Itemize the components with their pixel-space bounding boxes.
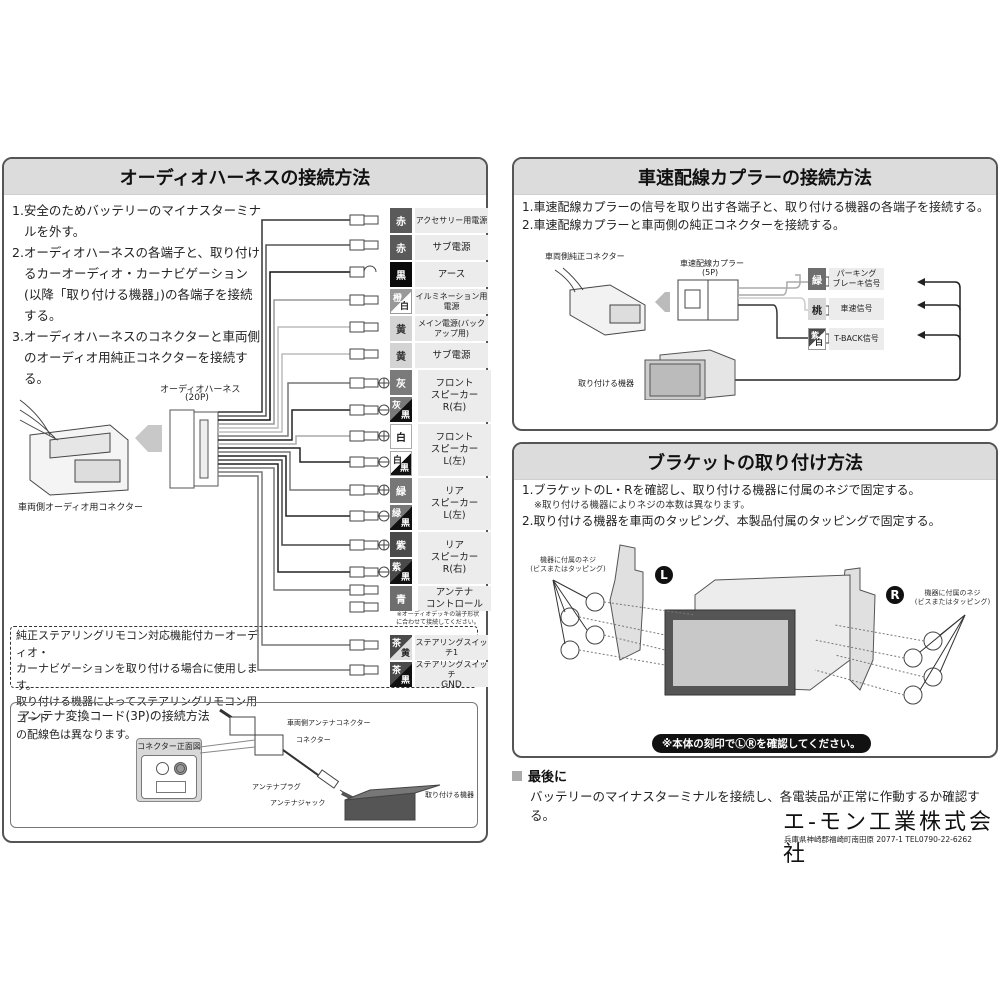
company-name: エ-モン工業株式会社 xyxy=(783,810,994,867)
step-1: 1.車速配線カプラーの信号を取り出す各端子と、取り付ける機器の各端子を接続する。 xyxy=(522,200,989,214)
audio-harness-steps: 1.安全のためバッテリーのマイナスターミナルを外す。 2.オーディオハーネスの各… xyxy=(12,200,262,389)
wire-swatch-gray-black: 灰 黒 xyxy=(390,397,412,422)
step-2: 2.車速配線カプラーと車両側の純正コネクターを接続する。 xyxy=(522,218,845,232)
wire-swatch: 黄 xyxy=(390,316,412,341)
wire-swatch-gray: 灰 xyxy=(390,370,412,395)
check-mark-badge: ※本体の刻印でⓁⓇを確認してください。 xyxy=(652,734,871,753)
wire-swatch: 茶 黄 xyxy=(390,635,412,660)
connector-label: コネクター xyxy=(296,736,331,744)
coupler-label: 車速配線カプラー xyxy=(680,259,744,268)
wire-swatch-white: 白 xyxy=(390,424,412,449)
bracket-illustration xyxy=(552,544,966,705)
speed-device-label: 取り付ける機器 xyxy=(578,379,634,388)
wire-swatch-green-black: 緑 黒 xyxy=(390,505,412,530)
rear-speaker-r-label: リア スピーカー R(右) xyxy=(418,532,491,584)
step-3: 3.オーディオハーネスのコネクターと車両側のオーディオ用純正コネクターを接続する… xyxy=(12,329,261,386)
wire-label: ステアリングスイッチ1 xyxy=(415,635,488,660)
wire-swatch-purple-black: 紫 黒 xyxy=(390,559,412,584)
left-bracket-mark: L xyxy=(655,566,673,584)
coupler-wire-parking: 緑 パーキング ブレーキ信号 xyxy=(808,268,884,290)
wire-steering-gnd: 茶 黒 ステアリングスイッチ GND xyxy=(390,659,488,690)
harness-pins: (20P) xyxy=(185,393,209,403)
speed-coupler-diagram xyxy=(554,267,961,400)
right-screws-label: 機器に付属のネジ (ビスまたはタッピング) xyxy=(914,589,991,606)
vehicle-antenna-connector-label: 車両側アンテナコネクター xyxy=(287,719,371,727)
step-1: 1.安全のためバッテリーのマイナスターミナルを外す。 xyxy=(12,203,262,239)
wire-swatch-green: 緑 xyxy=(390,478,412,503)
step-1: 1.ブラケットのL・Rを確認し、取り付ける機器に付属のネジで固定する。 xyxy=(522,483,921,497)
wire-swatch-blue: 青 xyxy=(390,586,412,611)
wire-swatch: 黄 xyxy=(390,343,412,368)
wire-swatch: 橙 白 xyxy=(390,289,412,314)
company-address: 兵庫県神崎郡福崎町南田原 2077-1 TEL0790-22-6262 xyxy=(784,835,972,844)
speed-coupler-title: 車速配線カプラーの接続方法 xyxy=(514,159,996,195)
wire-swatch: 紫 白 xyxy=(808,328,826,350)
wire-swatch-white-black: 白 黒 xyxy=(390,451,412,476)
wire-steering-sw1: 茶 黄 ステアリングスイッチ1 xyxy=(390,635,488,660)
wire-illumination: 橙 白 イルミネーション用電源 xyxy=(390,289,488,314)
final-heading: 最後に xyxy=(512,766,567,785)
antenna-cord-title: アンテナ変換コード(3P)の接続方法 xyxy=(18,709,210,723)
square-bullet-icon xyxy=(512,770,522,781)
connector-front-view-box: コネクター正面図 xyxy=(136,738,202,802)
wire-swatch: 茶 黒 xyxy=(390,662,412,687)
vehicle-genuine-connector-label: 車両側純正コネクター xyxy=(545,252,625,261)
connector-slot xyxy=(156,781,186,793)
wire-swatch-purple: 紫 xyxy=(390,532,412,557)
wire-swatch: 黒 xyxy=(390,262,412,287)
connector-hole-icon xyxy=(156,762,169,775)
wire-sub-power-yellow: 黄 サブ電源 xyxy=(390,343,488,368)
wire-label: サブ電源 xyxy=(415,343,488,368)
wire-swatch: 赤 xyxy=(390,208,412,233)
wire-sub-power-red: 赤 サブ電源 xyxy=(390,235,488,260)
harness-label: オーディオハーネス xyxy=(160,385,241,395)
wire-main-power: 黄 メイン電源(バックアップ用) xyxy=(390,316,488,341)
connector-front-view-label: コネクター正面図 xyxy=(137,742,201,751)
wire-label: パーキング ブレーキ信号 xyxy=(829,268,884,290)
antenna-note: ※オーディオデッキの端子形状 に合わせて接続してください。 xyxy=(396,611,480,626)
wire-swatch: 桃 xyxy=(808,298,826,320)
wire-swatch: 緑 xyxy=(808,268,826,290)
wire-label: イルミネーション用電源 xyxy=(415,289,488,314)
antenna-cord-panel xyxy=(10,702,478,828)
antenna-plug-label: アンテナプラグ xyxy=(252,783,301,791)
coupler-wire-tback: 紫 白 T-BACK信号 xyxy=(808,328,884,350)
steering-remote-note: 純正ステアリングリモコン対応機能付カーオーディオ・ カーナビゲーションを取り付け… xyxy=(16,629,258,741)
antenna-cord-illustration xyxy=(200,708,441,821)
connector-face xyxy=(141,755,197,799)
bracket-title: ブラケットの取り付け方法 xyxy=(514,444,996,480)
wire-label: アクセサリー用電源 xyxy=(415,208,488,233)
vehicle-audio-connector-label: 車両側オーディオ用コネクター xyxy=(18,503,144,513)
audio-harness-title: オーディオハーネスの接続方法 xyxy=(4,159,486,195)
antenna-jack-label: アンテナジャック xyxy=(270,799,326,807)
wire-label: アース xyxy=(415,262,488,287)
coupler-wire-speed: 桃 車速信号 xyxy=(808,298,884,320)
wire-swatch: 赤 xyxy=(390,235,412,260)
front-speaker-l-label: フロント スピーカー L(左) xyxy=(418,424,491,476)
speed-coupler-steps: 1.車速配線カプラーの信号を取り出す各端子と、取り付ける機器の各端子を接続する。… xyxy=(522,198,992,234)
bracket-steps: 1.ブラケットのL・Rを確認し、取り付ける機器に付属のネジで固定する。 ※取り付… xyxy=(522,482,992,530)
wire-label: サブ電源 xyxy=(415,235,488,260)
wire-label: ステアリングスイッチ GND xyxy=(415,659,488,690)
front-speaker-r-label: フロント スピーカー R(右) xyxy=(418,370,491,422)
wire-label: メイン電源(バックアップ用) xyxy=(415,316,488,341)
rear-speaker-l-label: リア スピーカー L(左) xyxy=(418,478,491,530)
step-2: 2.取り付ける機器を車両のタッピング、本製品付属のタッピングで固定する。 xyxy=(522,514,941,528)
device-label: 取り付ける機器 xyxy=(425,791,474,799)
wire-ground: 黒 アース xyxy=(390,262,488,287)
coupler-pins: (5P) xyxy=(702,268,719,277)
left-screws-label: 機器に付属のネジ (ビスまたはタッピング) xyxy=(530,556,606,573)
connector-pin-icon xyxy=(174,762,187,775)
wire-acc: 赤 アクセサリー用電源 xyxy=(390,208,488,233)
step-1-note: ※取り付ける機器によりネジの本数は異なります。 xyxy=(534,500,750,511)
wire-label: T-BACK信号 xyxy=(829,328,884,350)
step-2: 2.オーディオハーネスの各端子と、取り付けるカーオーディオ・カーナビゲーション(… xyxy=(12,245,261,323)
final-text: バッテリーのマイナスターミナルを接続し、各電装品が正常に作動するか確認する。 xyxy=(530,789,980,823)
right-bracket-mark: R xyxy=(886,586,904,604)
harness-wiring-diagram xyxy=(19,214,390,676)
wire-label: 車速信号 xyxy=(829,298,884,320)
antenna-control-label: アンテナ コントロール xyxy=(418,586,491,611)
